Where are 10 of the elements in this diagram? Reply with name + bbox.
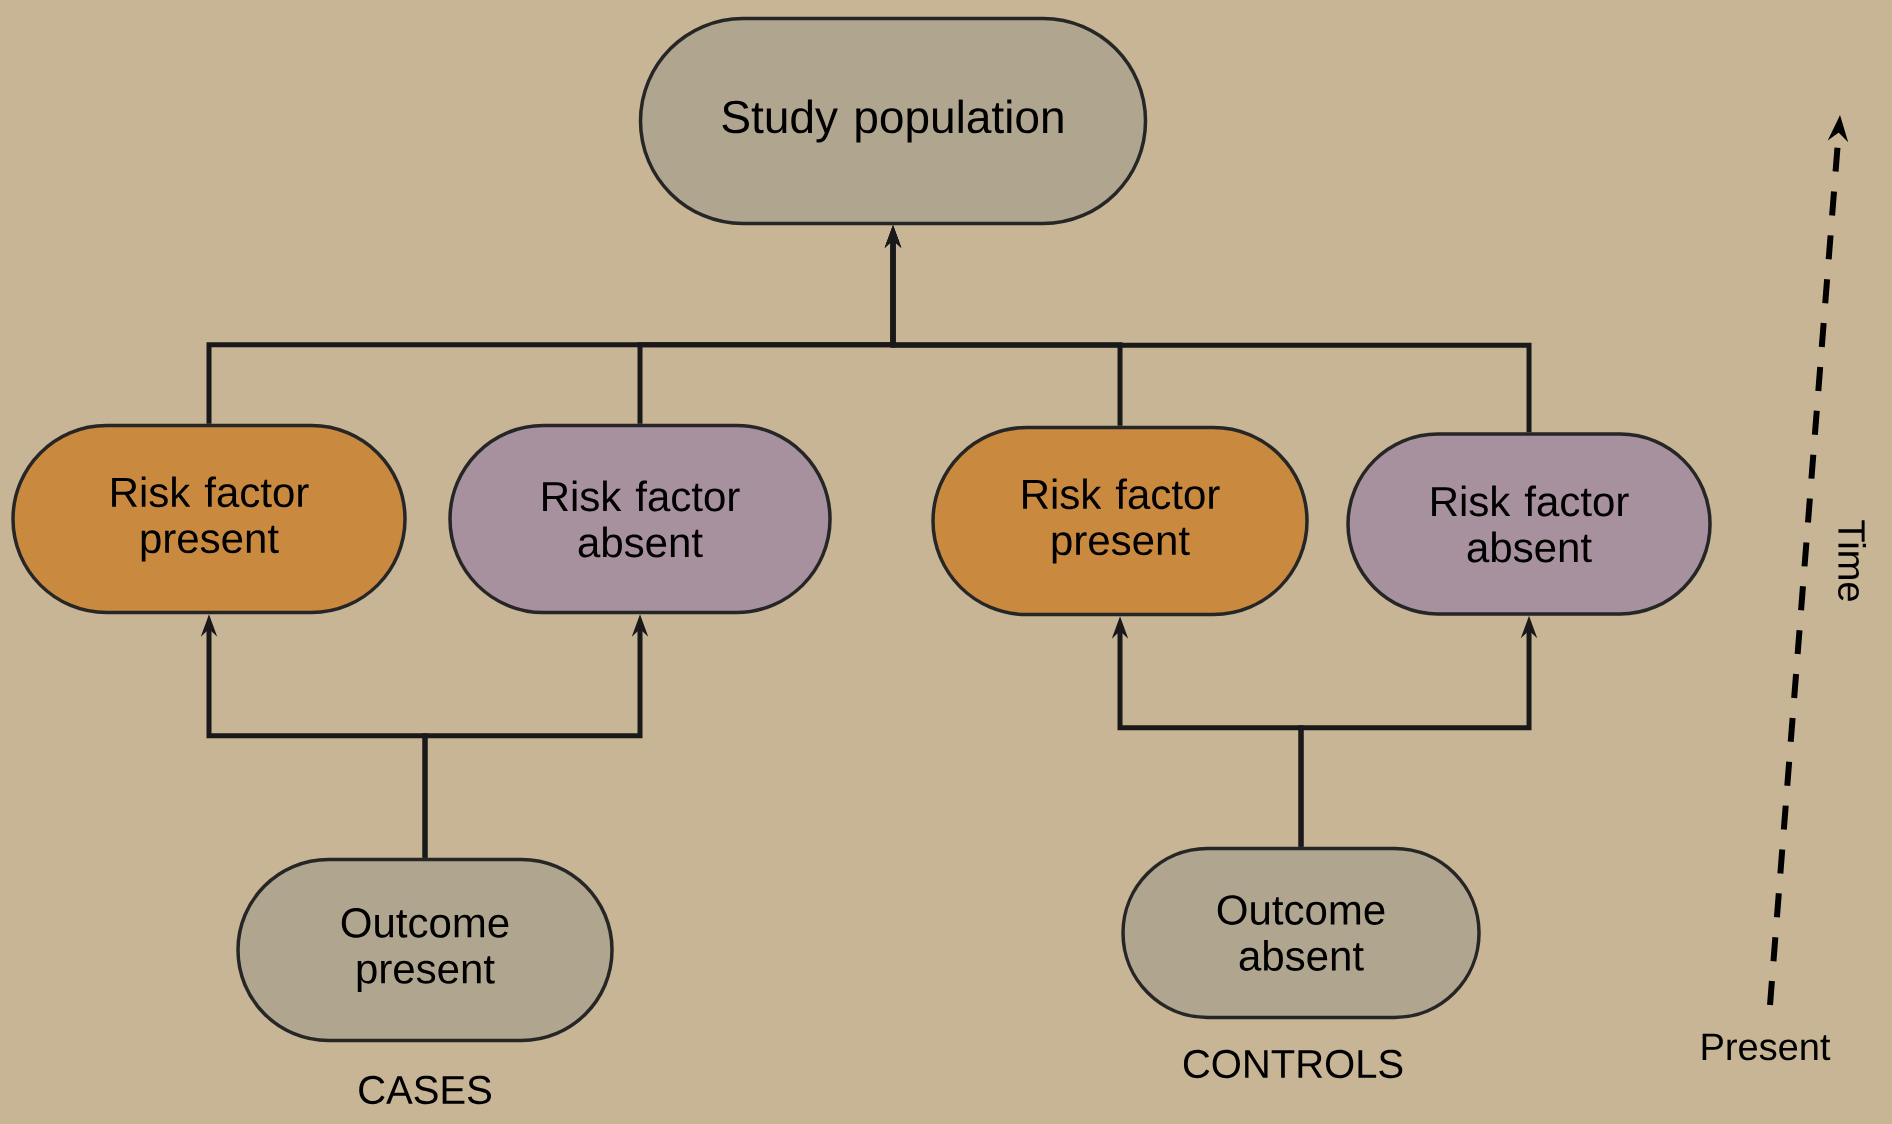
group-label: CASES [359,1075,491,1105]
axis-label: Time [1838,520,1866,601]
rounded-box: Risk factor present [11,423,407,615]
rounded-box: Outcome absent [1121,846,1481,1020]
rounded-box: Risk factor absent [448,423,832,615]
rounded-box: Risk factor absent [1346,432,1712,616]
rounded-box: Outcome present [236,857,614,1043]
group-label: CONTROLS [1183,1049,1403,1079]
axis-label: Present [1702,1033,1831,1061]
rounded-box: Study population [638,16,1148,226]
